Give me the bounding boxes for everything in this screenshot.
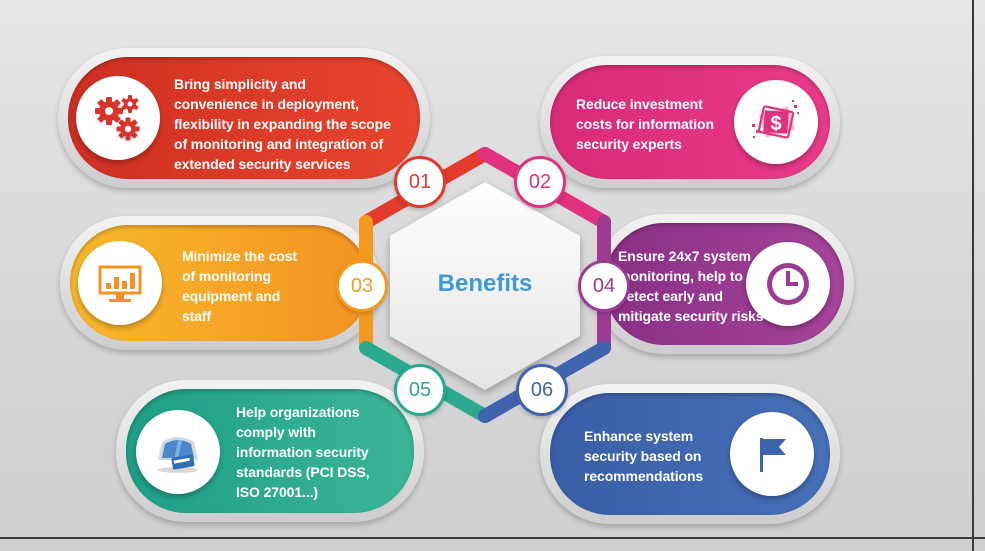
clock-icon <box>767 263 809 305</box>
frame-border-right <box>972 0 974 551</box>
dollar-bill-icon: $ <box>752 100 799 139</box>
benefit-text: Reduce investment costs for information … <box>576 96 714 152</box>
hex-core <box>390 182 580 390</box>
benefit-icon-circle <box>730 412 814 496</box>
svg-text:$: $ <box>770 113 781 135</box>
benefit-card-03: Minimize the cost of monitoring equipmen… <box>60 216 380 350</box>
benefit-text: Ensure 24x7 system monitoring, help to d… <box>618 248 764 324</box>
benefit-text: Help organizations comply with informati… <box>236 404 370 500</box>
frame-border-bottom <box>0 537 985 539</box>
benefit-icon-circle <box>136 410 220 494</box>
benefit-icon-circle: $ <box>734 80 818 164</box>
badge-06: 06 <box>516 364 568 416</box>
benefit-icon-circle <box>78 241 162 325</box>
benefit-card-05: Help organizations comply with informati… <box>116 380 424 522</box>
badge-04: 04 <box>578 260 630 312</box>
badge-05: 05 <box>394 364 446 416</box>
badge-02: 02 <box>514 156 566 208</box>
benefit-icon-circle <box>76 76 160 160</box>
gears-icon <box>95 95 140 141</box>
benefit-text: Minimize the cost of monitoring equipmen… <box>182 248 297 324</box>
badge-01: 01 <box>394 156 446 208</box>
benefit-card-02: $ Reduce investment costs for informatio… <box>540 56 840 188</box>
flag-icon <box>760 438 786 472</box>
security-card-icon <box>158 437 198 473</box>
benefit-card-04: Ensure 24x7 system monitoring, help to d… <box>594 214 854 354</box>
monitor-chart-icon <box>98 265 142 302</box>
benefit-card-06: Enhance system security based on recomme… <box>540 384 840 524</box>
benefit-icon-circle <box>746 242 830 326</box>
center-title: Benefits <box>437 270 533 297</box>
badge-03: 03 <box>336 260 388 312</box>
benefit-text: Enhance system security based on recomme… <box>584 428 704 484</box>
benefit-text: Bring simplicity and convenience in depl… <box>174 76 391 172</box>
benefit-card-01: Bring simplicity and convenience in depl… <box>58 48 430 188</box>
